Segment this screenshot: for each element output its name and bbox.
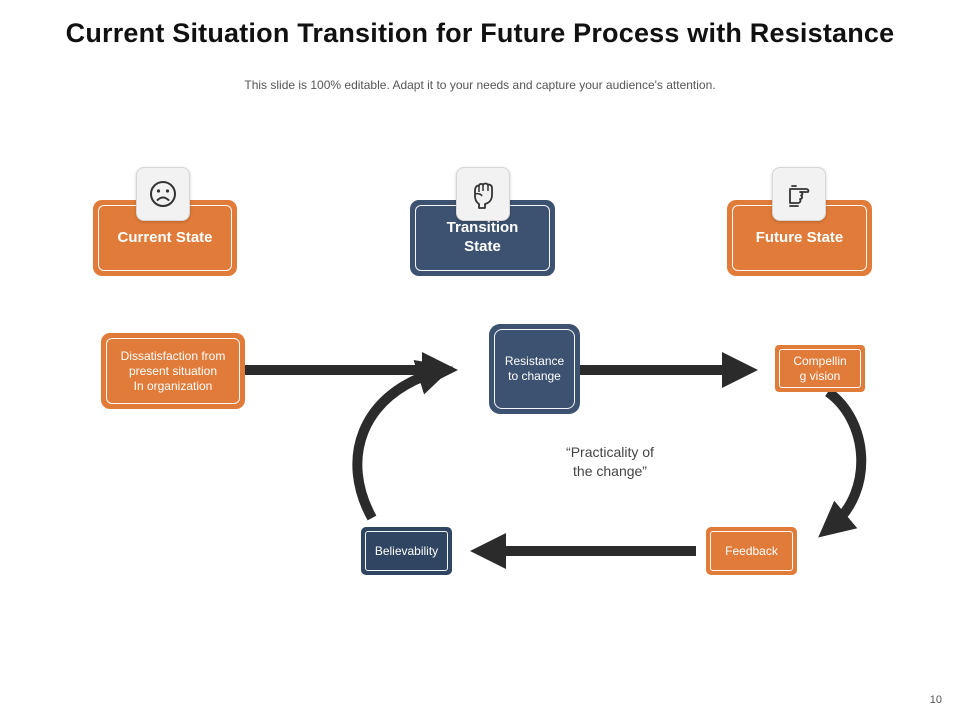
compelling-line1: Compellin xyxy=(793,353,847,368)
practicality-quote: “Practicality of the change” xyxy=(540,443,680,481)
page-subtitle: This slide is 100% editable. Adapt it to… xyxy=(244,78,716,92)
compelling-line2: g vision xyxy=(799,368,841,383)
current-state-label: Current State xyxy=(117,228,213,246)
current-state-icon-tab xyxy=(136,167,190,221)
dissatisfaction-line1: Dissatisfaction from xyxy=(120,348,226,363)
practicality-line2: the change” xyxy=(573,462,647,479)
transition-state-label-line2: State xyxy=(464,238,501,255)
transition-state-icon-tab xyxy=(456,167,510,221)
believability-label: Believability xyxy=(374,543,439,558)
raised-fist-icon xyxy=(474,182,493,209)
arrow-believability-to-resistance xyxy=(352,360,454,521)
feedback-box: Feedback xyxy=(706,527,797,575)
transition-state-label-line1: Transition xyxy=(446,219,519,237)
future-state-label: Future State xyxy=(755,228,844,246)
practicality-line1: “Practicality of xyxy=(566,444,654,460)
pointing-hand-icon xyxy=(789,185,810,207)
future-state-icon-tab xyxy=(772,167,826,221)
dissatisfaction-line3: In organization xyxy=(133,378,213,393)
resistance-line2: to change xyxy=(508,369,561,383)
page-number: 10 xyxy=(929,694,942,706)
current-state-box: Current State xyxy=(93,200,237,276)
page-title: Current Situation Transition for Future … xyxy=(65,18,895,48)
arrow-compelling-to-feedback xyxy=(818,387,867,538)
resistance-box: Resistance to change xyxy=(489,324,580,414)
believability-box: Believability xyxy=(361,527,452,575)
dissatisfaction-line2: present situation xyxy=(128,363,218,378)
feedback-label: Feedback xyxy=(725,543,778,558)
compelling-vision-box: Compellin g vision xyxy=(775,345,865,392)
dissatisfaction-box: Dissatisfaction from present situation I… xyxy=(101,333,245,409)
resistance-line1: Resistance xyxy=(504,354,565,368)
sad-face-icon xyxy=(150,181,176,207)
